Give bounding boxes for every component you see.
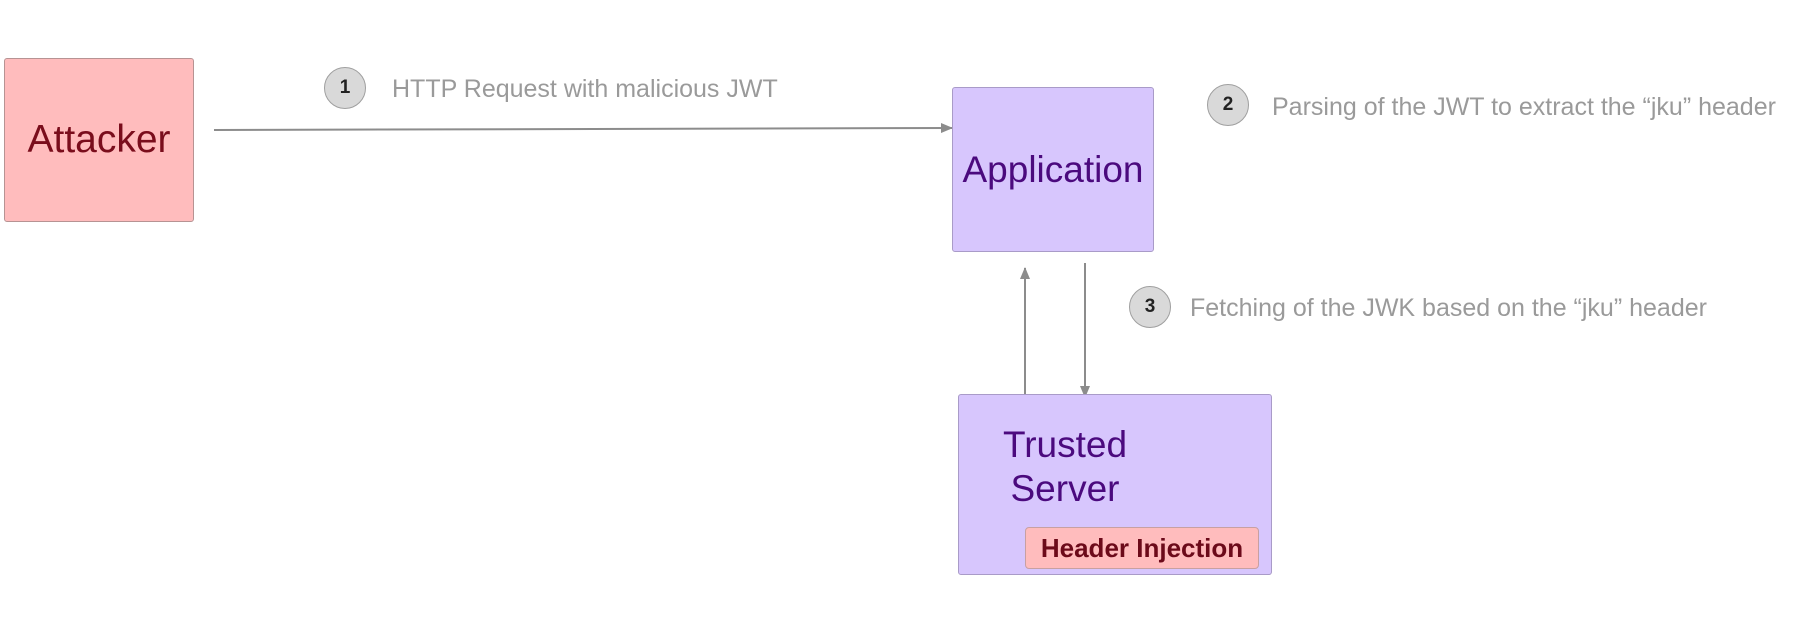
step-1-badge: 1 xyxy=(324,67,366,109)
attacker-node: Attacker xyxy=(4,58,194,222)
step-3-number: 3 xyxy=(1144,296,1156,317)
step-2-text: Parsing of the JWT to extract the “jku” … xyxy=(1272,93,1776,121)
step-1-number: 1 xyxy=(339,77,351,98)
attacker-label: Attacker xyxy=(27,118,171,161)
step-3-text: Fetching of the JWK based on the “jku” h… xyxy=(1190,294,1707,322)
application-node: Application xyxy=(952,87,1154,252)
application-label: Application xyxy=(962,148,1144,190)
step-1-text: HTTP Request with malicious JWT xyxy=(392,75,778,103)
step-3-badge: 3 xyxy=(1129,286,1171,328)
trusted-server-label: Trusted Server xyxy=(1002,424,1128,509)
header-injection-badge: Header Injection xyxy=(1025,527,1259,569)
step-2-badge: 2 xyxy=(1207,84,1249,126)
arrow-attacker-to-application xyxy=(213,123,953,134)
trusted-server-node: Trusted Server Header Injection xyxy=(958,394,1272,575)
step-2-number: 2 xyxy=(1222,94,1234,115)
header-injection-label: Header Injection xyxy=(1040,532,1244,563)
